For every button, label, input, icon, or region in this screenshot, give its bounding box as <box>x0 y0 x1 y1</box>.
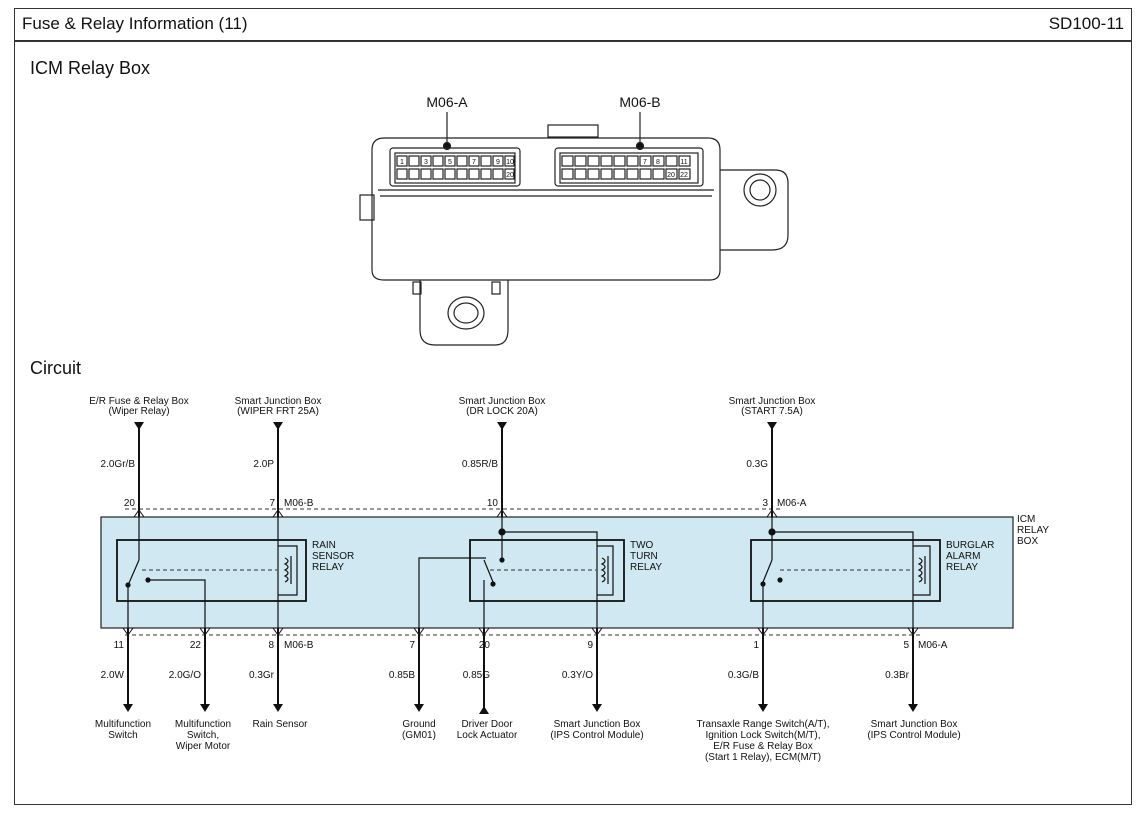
wire-bottom-5: 0.85G <box>463 670 490 681</box>
pin-bottom-8: 5 <box>903 640 909 651</box>
rain-sensor-relay <box>116 517 307 628</box>
source-3-line-1: Smart Junction Box <box>459 396 546 407</box>
pin-a-9: 9 <box>496 159 500 166</box>
dest-1-line-2: Switch <box>108 730 137 741</box>
dest-2-line-2: Switch, <box>187 730 219 741</box>
conn-top-2: M06-B <box>284 498 314 509</box>
dest-3-line-1: Rain Sensor <box>252 719 308 730</box>
module-label-2: RELAY <box>1017 525 1049 536</box>
dest-1-line-1: Multifunction <box>95 719 151 730</box>
wire-bottom-1: 2.0W <box>101 670 125 681</box>
pin-bottom-5: 20 <box>479 640 491 651</box>
dest-4-line-2: (GM01) <box>402 730 436 741</box>
source-1-line-2: (Wiper Relay) <box>108 406 169 417</box>
burglar-alarm-relay <box>750 517 941 628</box>
section-relay-box-title: ICM Relay Box <box>30 58 151 78</box>
pin-bottom-6: 9 <box>587 640 593 651</box>
dest-2-line-3: Wiper Motor <box>176 741 231 752</box>
pin-bottom-2: 22 <box>190 640 202 651</box>
dest-5-line-1: Driver Door <box>461 719 513 730</box>
dest-7-line-2: Ignition Lock Switch(M/T), <box>705 730 820 741</box>
wire-bottom-2: 2.0G/O <box>169 670 201 681</box>
diagram-frame <box>14 8 1132 805</box>
conn-bottom-3: M06-B <box>284 640 314 651</box>
source-3-line-2: (DR LOCK 20A) <box>466 406 538 417</box>
dest-2-line-1: Multifunction <box>175 719 231 730</box>
pin-top-4: 3 <box>762 498 768 509</box>
connector-b-pins <box>561 155 691 180</box>
connector-a-pins <box>396 155 515 180</box>
pin-b-22: 22 <box>680 172 688 179</box>
page-title: Fuse & Relay Information (11) <box>22 14 248 33</box>
rain-relay-label-2: SENSOR <box>312 551 354 562</box>
wire-top-4: 0.3G <box>746 459 768 470</box>
rain-relay-label-3: RELAY <box>312 562 344 573</box>
wire-top-3: 0.85R/B <box>462 459 498 470</box>
pin-top-3: 10 <box>487 498 499 509</box>
wire-bottom-4: 0.85B <box>389 670 415 681</box>
dest-6-line-2: (IPS Control Module) <box>550 730 643 741</box>
page-code: SD100-11 <box>1048 14 1124 33</box>
source-2-line-1: Smart Junction Box <box>235 396 322 407</box>
dest-7-line-1: Transaxle Range Switch(A/T), <box>696 719 829 730</box>
turn-relay-label-1: TWO <box>630 540 654 551</box>
burglar-relay-label-3: RELAY <box>946 562 978 573</box>
source-4-line-2: (START 7.5A) <box>741 406 803 417</box>
circuit: ICM RELAY BOX E/R Fuse & Relay Box (Wipe… <box>89 396 1049 763</box>
pin-b-20: 20 <box>667 172 675 179</box>
conn-top-4: M06-A <box>777 498 807 509</box>
pin-bottom-7: 1 <box>753 640 759 651</box>
dest-8-line-1: Smart Junction Box <box>871 719 958 730</box>
pin-b-7: 7 <box>643 159 647 166</box>
turn-relay-label-3: RELAY <box>630 562 662 573</box>
two-turn-relay <box>418 517 625 628</box>
dest-4-line-1: Ground <box>402 719 435 730</box>
module-label-1: ICM <box>1017 514 1035 525</box>
dest-6-line-1: Smart Junction Box <box>554 719 641 730</box>
wire-bottom-8: 0.3Br <box>885 670 910 681</box>
wire-bottom-3: 0.3Gr <box>249 670 275 681</box>
wire-bottom-6: 0.3Y/O <box>562 670 593 681</box>
pin-a-3: 3 <box>424 159 428 166</box>
pin-b-11: 11 <box>680 159 687 166</box>
pin-bottom-4: 7 <box>409 640 415 651</box>
wire-bottom-7: 0.3G/B <box>728 670 759 681</box>
pin-b-8: 8 <box>656 159 660 166</box>
connector-label-b: M06-B <box>619 94 660 110</box>
section-circuit-title: Circuit <box>30 358 82 378</box>
wire-top-2: 2.0P <box>253 459 274 470</box>
rain-relay-label-1: RAIN <box>312 540 336 551</box>
turn-relay-label-2: TURN <box>630 551 658 562</box>
wire-top-1: 2.0Gr/B <box>101 459 136 470</box>
pin-bottom-1: 11 <box>114 640 125 651</box>
relay-box-drawing: M06-A M06-B 1 3 5 7 9 10 20 <box>359 94 789 346</box>
pin-a-1: 1 <box>400 159 404 166</box>
burglar-relay-label-1: BURGLAR <box>946 540 994 551</box>
pin-a-10: 10 <box>506 159 514 166</box>
burglar-relay-label-2: ALARM <box>946 551 980 562</box>
module-label-3: BOX <box>1017 536 1038 547</box>
icm-relay-box-module <box>100 516 1014 629</box>
pin-a-5: 5 <box>448 159 452 166</box>
source-1-line-1: E/R Fuse & Relay Box <box>89 396 188 407</box>
pin-a-20: 20 <box>506 172 514 179</box>
pin-top-1: 20 <box>124 498 136 509</box>
source-2-line-2: (WIPER FRT 25A) <box>237 406 319 417</box>
header-bar: Fuse & Relay Information (11) SD100-11 <box>14 8 1132 42</box>
pin-top-2: 7 <box>269 498 275 509</box>
pin-bottom-3: 8 <box>268 640 274 651</box>
dest-7-line-4: (Start 1 Relay), ECM(M/T) <box>705 752 821 763</box>
pin-a-7: 7 <box>472 159 476 166</box>
source-4-line-1: Smart Junction Box <box>729 396 816 407</box>
dest-5-line-2: Lock Actuator <box>457 730 518 741</box>
dest-7-line-3: E/R Fuse & Relay Box <box>713 741 812 752</box>
dest-8-line-2: (IPS Control Module) <box>867 730 960 741</box>
conn-bottom-8: M06-A <box>918 640 948 651</box>
connector-label-a: M06-A <box>426 94 468 110</box>
